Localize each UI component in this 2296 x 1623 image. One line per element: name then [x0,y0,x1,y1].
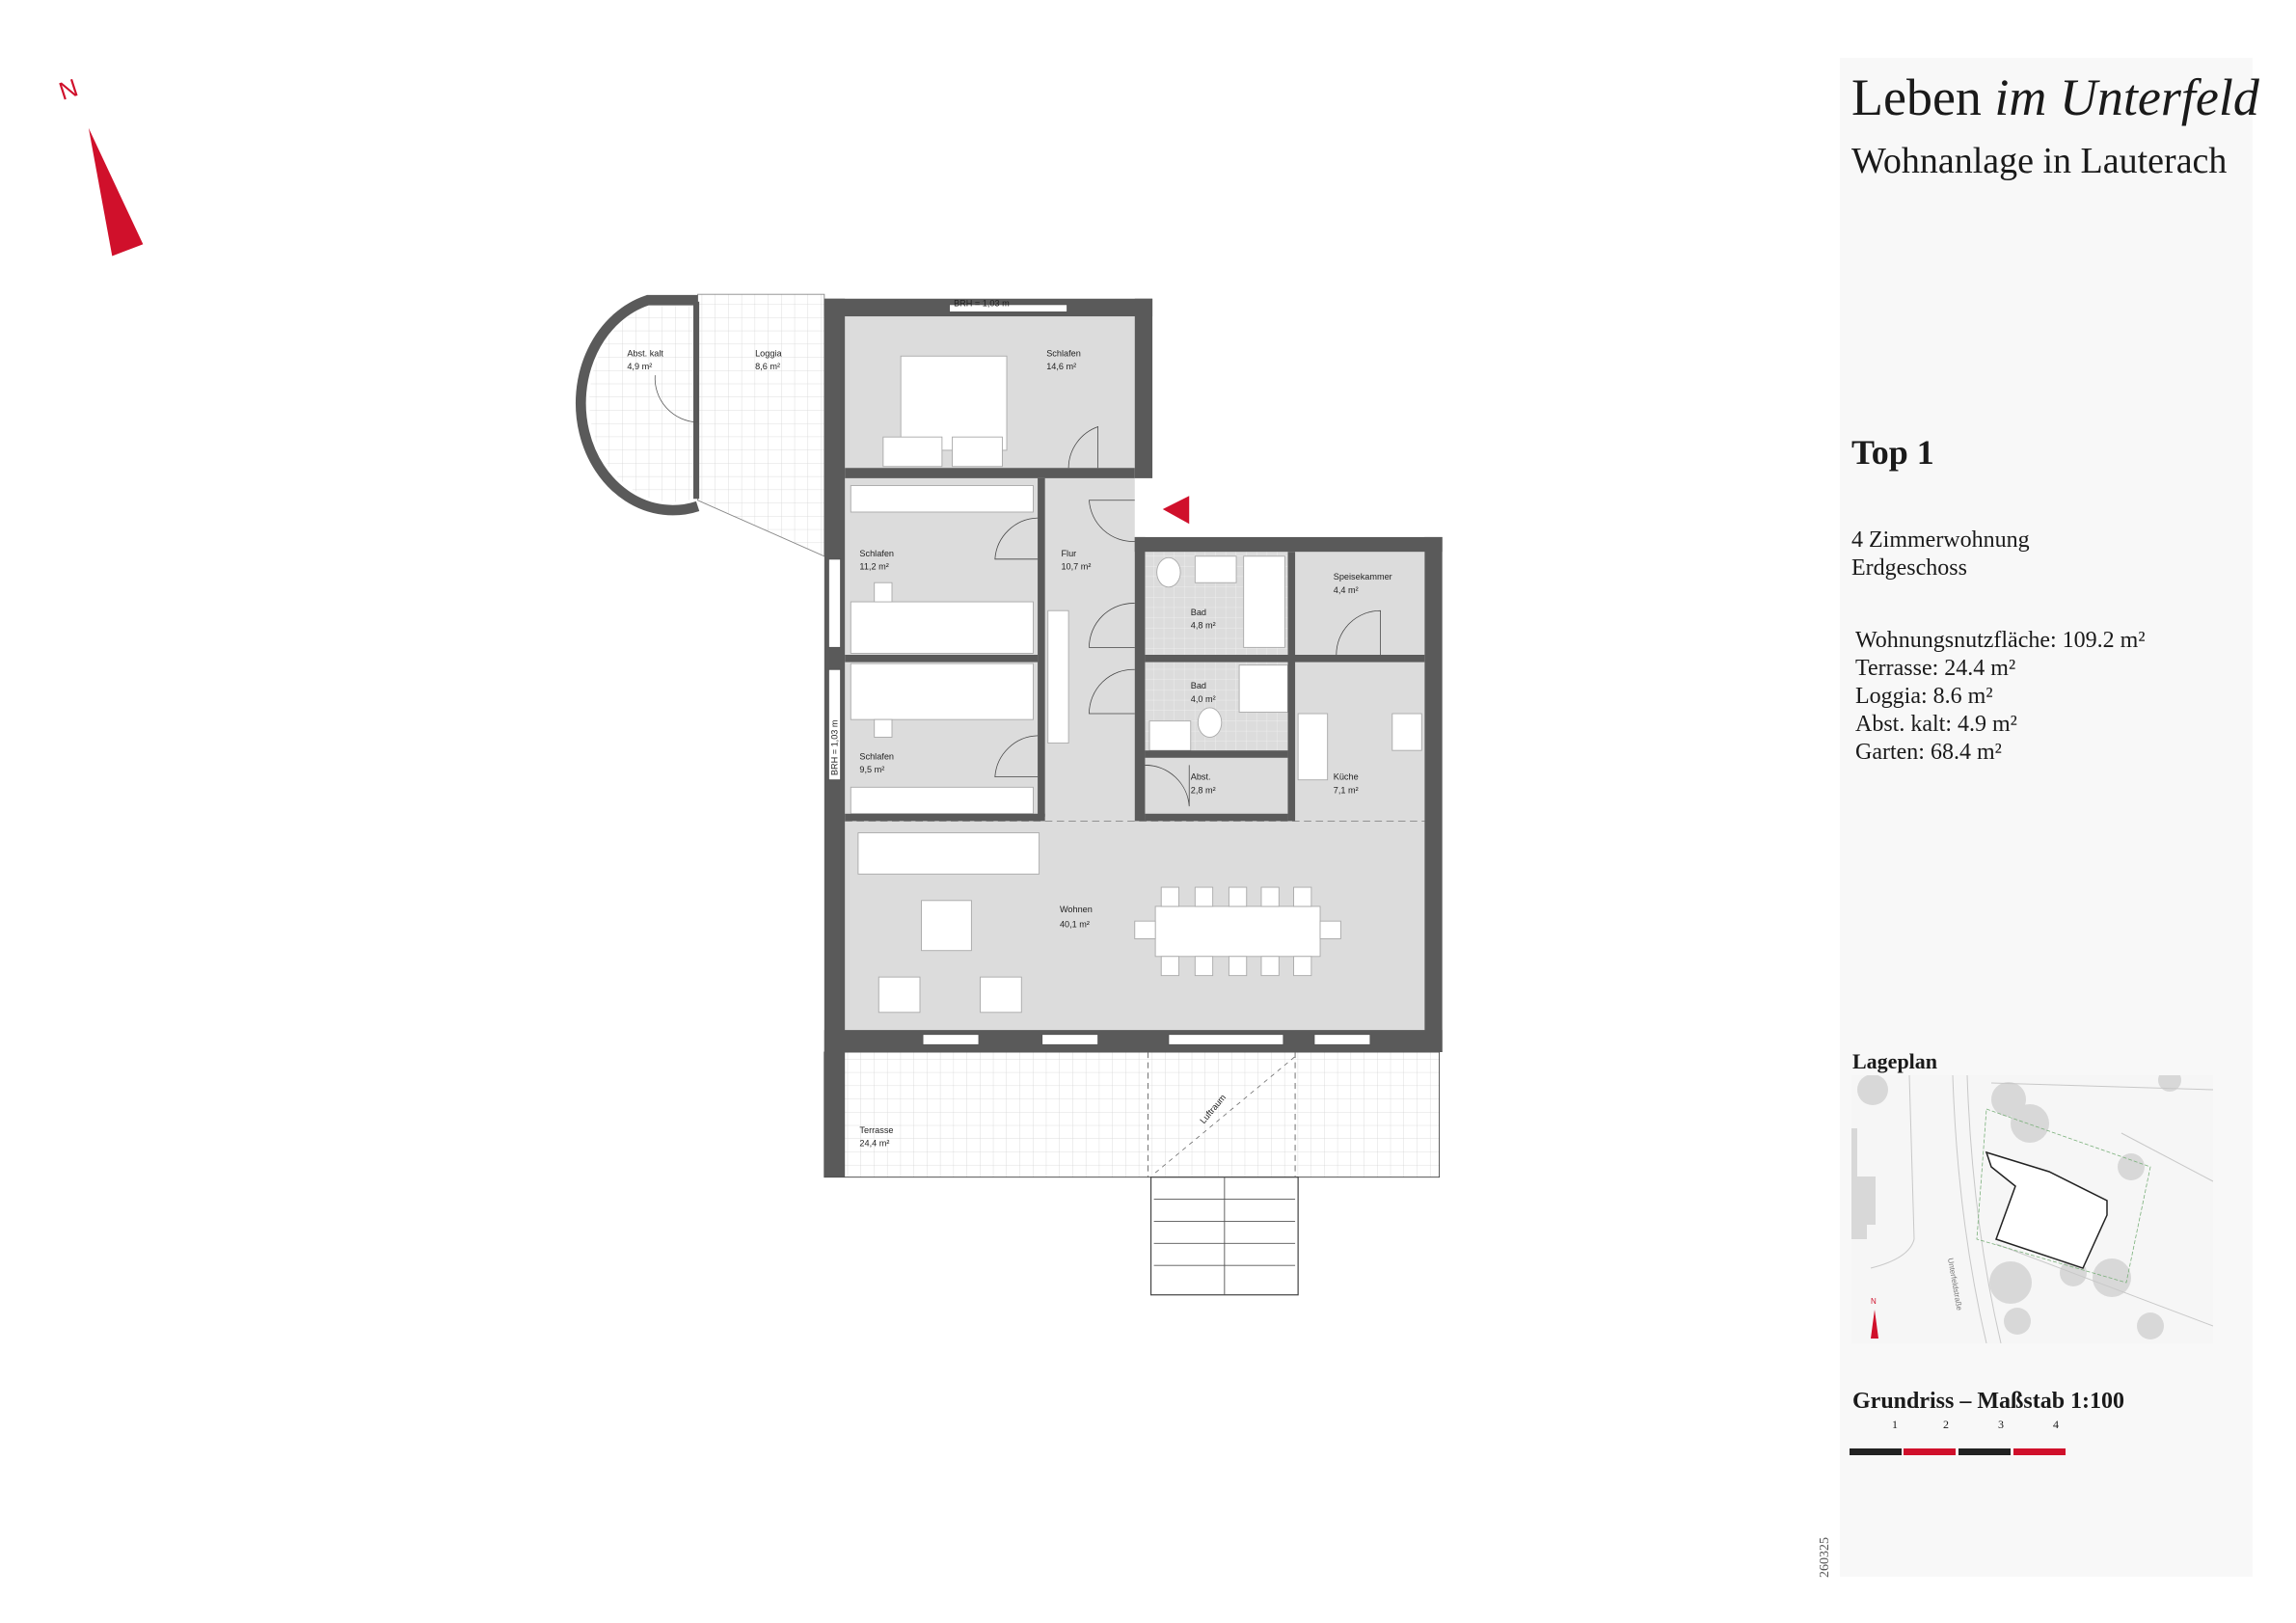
scale-tick: 3 [1998,1418,2004,1431]
svg-text:Abst.: Abst. [1191,772,1211,782]
svg-text:2,8 m²: 2,8 m² [1191,785,1216,795]
date-code: 260325 [1818,1537,1832,1578]
area-storage: Abst. kalt: 4.9 m² [1855,712,2017,737]
area-loggia: Loggia: 8.6 m² [1855,684,1993,709]
area-list: Wohnungsnutzfläche: 109.2 m² Terrasse: 2… [1855,627,2146,767]
svg-text:Küche: Küche [1334,772,1359,782]
scale-heading: Grundriss – Maßstab 1:100 [1852,1389,2125,1414]
furniture [850,355,1422,1014]
svg-text:40,1 m²: 40,1 m² [1060,919,1090,929]
svg-text:Bad: Bad [1191,681,1206,690]
svg-text:24,4 m²: 24,4 m² [859,1139,889,1149]
loggia-area [576,293,825,557]
svg-text:10,7 m²: 10,7 m² [1061,561,1091,571]
windows [827,304,1371,1045]
svg-text:8,6 m²: 8,6 m² [755,362,780,371]
site-north-label: N [1871,1297,1877,1306]
scale-bar-segment [2013,1448,2066,1455]
area-terrace: Terrasse: 24.4 m² [1855,656,2016,681]
doors [994,425,1381,807]
title-italic: im Unterfeld [1994,68,2259,126]
unit-type: 4 Zimmerwohnung [1851,527,2030,553]
svg-text:Abst. kalt: Abst. kalt [627,348,663,358]
site-north-arrow-icon [1871,1310,1878,1339]
scale-bar-segment [1850,1448,1902,1455]
svg-text:Speisekammer: Speisekammer [1334,572,1392,582]
scale-bar-segment [1904,1448,1956,1455]
unit-name: Top 1 [1851,433,1934,472]
scale-tick: 4 [2053,1418,2059,1431]
site-plan-map: Unterfeldstraße N [1851,1075,2213,1343]
svg-text:Bad: Bad [1191,608,1206,617]
svg-text:Wohnen: Wohnen [1060,905,1093,914]
svg-text:Schlafen: Schlafen [1046,348,1081,358]
scale-tick: 2 [1943,1418,1949,1431]
brh-label: BRH = 1,03 m [830,719,840,775]
svg-text:4,8 m²: 4,8 m² [1191,621,1216,631]
svg-text:Flur: Flur [1061,549,1076,558]
title-regular: Leben [1851,68,1982,126]
svg-text:Terrasse: Terrasse [859,1125,893,1135]
scale-bar-segment [1958,1448,2011,1455]
svg-text:4,9 m²: 4,9 m² [627,362,652,371]
north-arrow-icon: N [56,74,144,257]
svg-text:4,4 m²: 4,4 m² [1334,585,1359,595]
project-title: Leben im Unterfeld [1851,68,2259,127]
area-garden: Garten: 68.4 m² [1855,740,2002,765]
svg-text:N: N [56,74,81,105]
svg-text:9,5 m²: 9,5 m² [859,765,884,774]
svg-text:7,1 m²: 7,1 m² [1334,785,1359,795]
svg-text:Loggia: Loggia [755,348,782,358]
unit-floor: Erdgeschoss [1851,555,1967,581]
svg-text:11,2 m²: 11,2 m² [859,561,888,571]
brh-label: BRH = 1,03 m [954,298,1010,308]
project-subtitle: Wohnanlage in Lauterach [1851,141,2228,181]
svg-text:4,0 m²: 4,0 m² [1191,694,1216,704]
svg-text:14,6 m²: 14,6 m² [1046,362,1076,371]
svg-text:Schlafen: Schlafen [859,751,894,761]
entrance-marker-icon [1162,496,1190,525]
scale-tick: 1 [1892,1418,1898,1431]
site-plan-heading: Lageplan [1852,1049,1938,1073]
svg-text:Schlafen: Schlafen [859,549,894,558]
info-panel [1840,58,2253,1577]
terrace-area [824,820,1441,1296]
area-living: Wohnungsnutzfläche: 109.2 m² [1855,628,2146,653]
